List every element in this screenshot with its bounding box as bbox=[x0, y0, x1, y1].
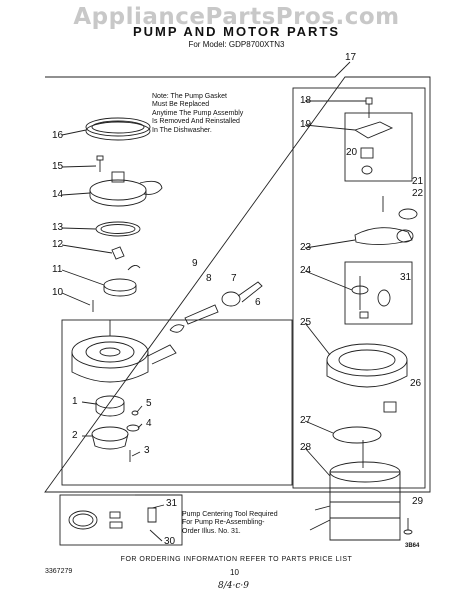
callout-5: 5 bbox=[146, 398, 152, 409]
callout-23: 23 bbox=[300, 242, 312, 253]
callout-15: 15 bbox=[52, 161, 64, 172]
callout-11: 11 bbox=[52, 264, 63, 275]
callout-3: 3 bbox=[144, 445, 150, 456]
callout-18: 18 bbox=[300, 95, 312, 106]
callout-31-bottom: 31 bbox=[166, 498, 178, 509]
ordering-info: FOR ORDERING INFORMATION REFER TO PARTS … bbox=[120, 556, 353, 563]
callout-26: 26 bbox=[410, 378, 422, 389]
callout-13: 13 bbox=[52, 222, 64, 233]
callout-28: 28 bbox=[300, 442, 312, 453]
callout-27: 27 bbox=[300, 415, 312, 426]
model-label: For Model: GDP8700XTN3 bbox=[188, 40, 285, 49]
drawing-code: 3B64 bbox=[405, 543, 420, 549]
callout-8: 8 bbox=[206, 273, 212, 284]
callout-20: 20 bbox=[346, 147, 358, 158]
callout-7: 7 bbox=[231, 273, 237, 284]
callout-2: 2 bbox=[72, 430, 78, 441]
callout-29: 29 bbox=[412, 496, 424, 507]
callout-24: 24 bbox=[300, 265, 312, 276]
callout-17: 17 bbox=[345, 52, 357, 63]
pump-gasket-note: Note: The Pump Gasket Must Be Replaced A… bbox=[152, 93, 244, 134]
callout-25: 25 bbox=[300, 317, 312, 328]
callout-1: 1 bbox=[72, 396, 78, 407]
watermark: AppliancePartsPros.com bbox=[73, 4, 400, 30]
callout-22: 22 bbox=[412, 188, 424, 199]
callout-12: 12 bbox=[52, 239, 64, 250]
callout-30: 30 bbox=[164, 536, 176, 547]
callout-4: 4 bbox=[146, 418, 152, 429]
handwritten-mark: 8/4·c·9 bbox=[218, 581, 249, 591]
page-number: 10 bbox=[230, 568, 239, 577]
callout-16: 16 bbox=[52, 130, 64, 141]
callout-19: 19 bbox=[300, 119, 312, 130]
page-title: PUMP AND MOTOR PARTS bbox=[132, 24, 341, 39]
document-number: 3367279 bbox=[45, 568, 73, 575]
callout-14: 14 bbox=[52, 189, 64, 200]
callout-6: 6 bbox=[255, 297, 261, 308]
callout-9: 9 bbox=[192, 258, 198, 269]
callout-21: 21 bbox=[412, 176, 424, 187]
callout-31-right: 31 bbox=[400, 272, 412, 283]
centering-tool-note: Pump Centering Tool Required For Pump Re… bbox=[182, 511, 278, 535]
callout-10: 10 bbox=[52, 287, 64, 298]
